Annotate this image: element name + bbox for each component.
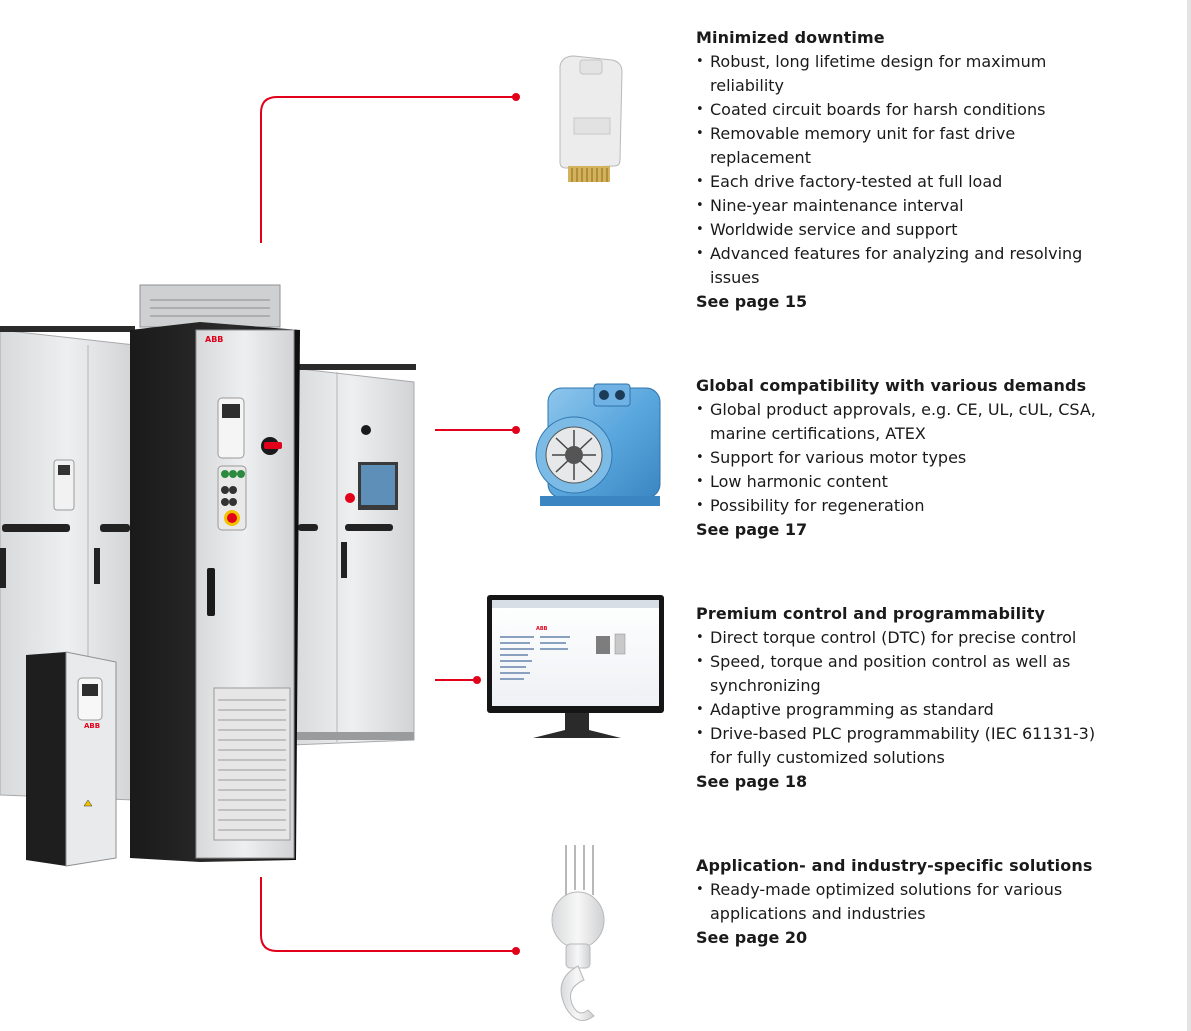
motor-image: [535, 383, 661, 506]
page-reference: See page 15: [696, 292, 808, 311]
list-item: Nine-year maintenance interval: [696, 194, 1116, 218]
bullet-list: Robust, long lifetime design for maximum…: [696, 50, 1116, 290]
feature-section-control: Premium control and programmability Dire…: [696, 602, 1116, 794]
connector-line-solutions: [260, 877, 516, 952]
connector-dots: [473, 93, 520, 955]
list-item: Ready-made optimized solutions for vario…: [696, 878, 1116, 926]
list-item: Low harmonic content: [696, 470, 1116, 494]
page-edge: [1187, 0, 1191, 1031]
section-heading: Minimized downtime: [696, 28, 885, 47]
bullet-list: Ready-made optimized solutions for vario…: [696, 878, 1116, 926]
svg-text:ABB: ABB: [536, 626, 548, 632]
list-item: Coated circuit boards for harsh conditio…: [696, 98, 1116, 122]
list-item: Drive-based PLC programmability (IEC 611…: [696, 722, 1116, 770]
crane-hook-image: [551, 845, 605, 1021]
list-item: Adaptive programming as standard: [696, 698, 1116, 722]
memory-unit-image: [559, 55, 623, 182]
page-reference: See page 17: [696, 520, 808, 539]
list-item: Speed, torque and position control as we…: [696, 650, 1116, 698]
list-item: Robust, long lifetime design for maximum…: [696, 50, 1116, 98]
svg-text:ABB: ABB: [84, 722, 100, 730]
section-heading: Premium control and programmability: [696, 604, 1046, 623]
bullet-list: Global product approvals, e.g. CE, UL, c…: [696, 398, 1116, 518]
monitor-image: ABB: [487, 595, 664, 738]
list-item: Support for various motor types: [696, 446, 1116, 470]
list-item: Removable memory unit for fast drive rep…: [696, 122, 1116, 170]
section-heading: Application- and industry-specific solut…: [696, 856, 1093, 875]
list-item: Direct torque control (DTC) for precise …: [696, 626, 1116, 650]
connector-lines: [260, 96, 516, 952]
feature-section-solutions: Application- and industry-specific solut…: [696, 854, 1116, 950]
svg-text:ABB: ABB: [205, 335, 223, 344]
list-item: Global product approvals, e.g. CE, UL, c…: [696, 398, 1116, 446]
feature-section-downtime: Minimized downtime Robust, long lifetime…: [696, 26, 1116, 314]
connector-line-downtime: [260, 96, 516, 243]
list-item: Each drive factory-tested at full load: [696, 170, 1116, 194]
drive-cabinets-image: ABB ABB: [0, 284, 416, 867]
list-item: Possibility for regeneration: [696, 494, 1116, 518]
section-heading: Global compatibility with various demand…: [696, 376, 1087, 395]
list-item: Advanced features for analyzing and reso…: [696, 242, 1116, 290]
page-reference: See page 20: [696, 928, 808, 947]
feature-section-compatibility: Global compatibility with various demand…: [696, 374, 1116, 542]
bullet-list: Direct torque control (DTC) for precise …: [696, 626, 1116, 770]
page-reference: See page 18: [696, 772, 808, 791]
list-item: Worldwide service and support: [696, 218, 1116, 242]
